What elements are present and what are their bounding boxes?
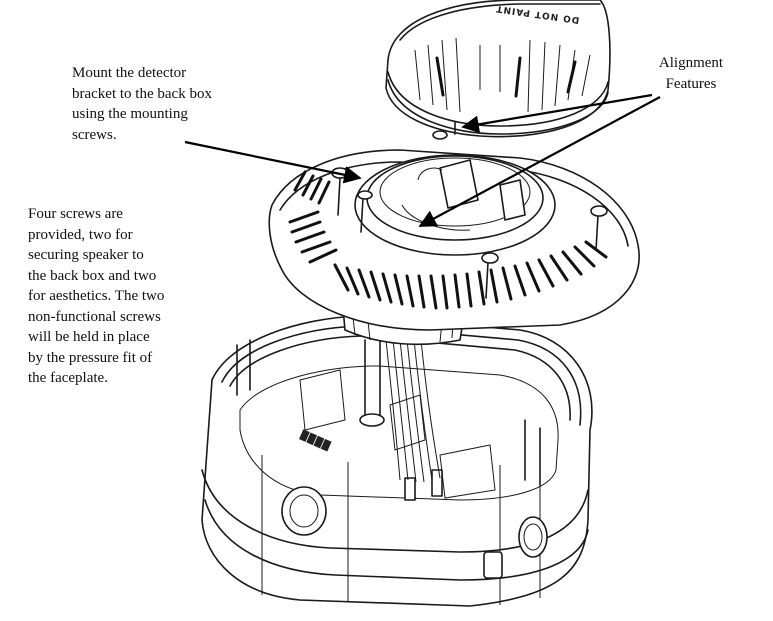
speaker-faceplate (268, 149, 640, 346)
screws-note-label: Four screws are provided, two for securi… (28, 206, 165, 386)
mount-instruction-label: Mount the detector bracket to the back b… (72, 65, 212, 143)
alignment-arrow-lower (418, 96, 661, 227)
mount-arrow (184, 140, 362, 184)
alignment-arrow-upper (461, 93, 653, 134)
back-box: ████ (201, 315, 593, 607)
annotation-arrows (184, 93, 661, 227)
smoke-detector: DO NOT PAINT (385, 0, 611, 140)
alignment-features-label: Alignment Features (658, 55, 724, 92)
